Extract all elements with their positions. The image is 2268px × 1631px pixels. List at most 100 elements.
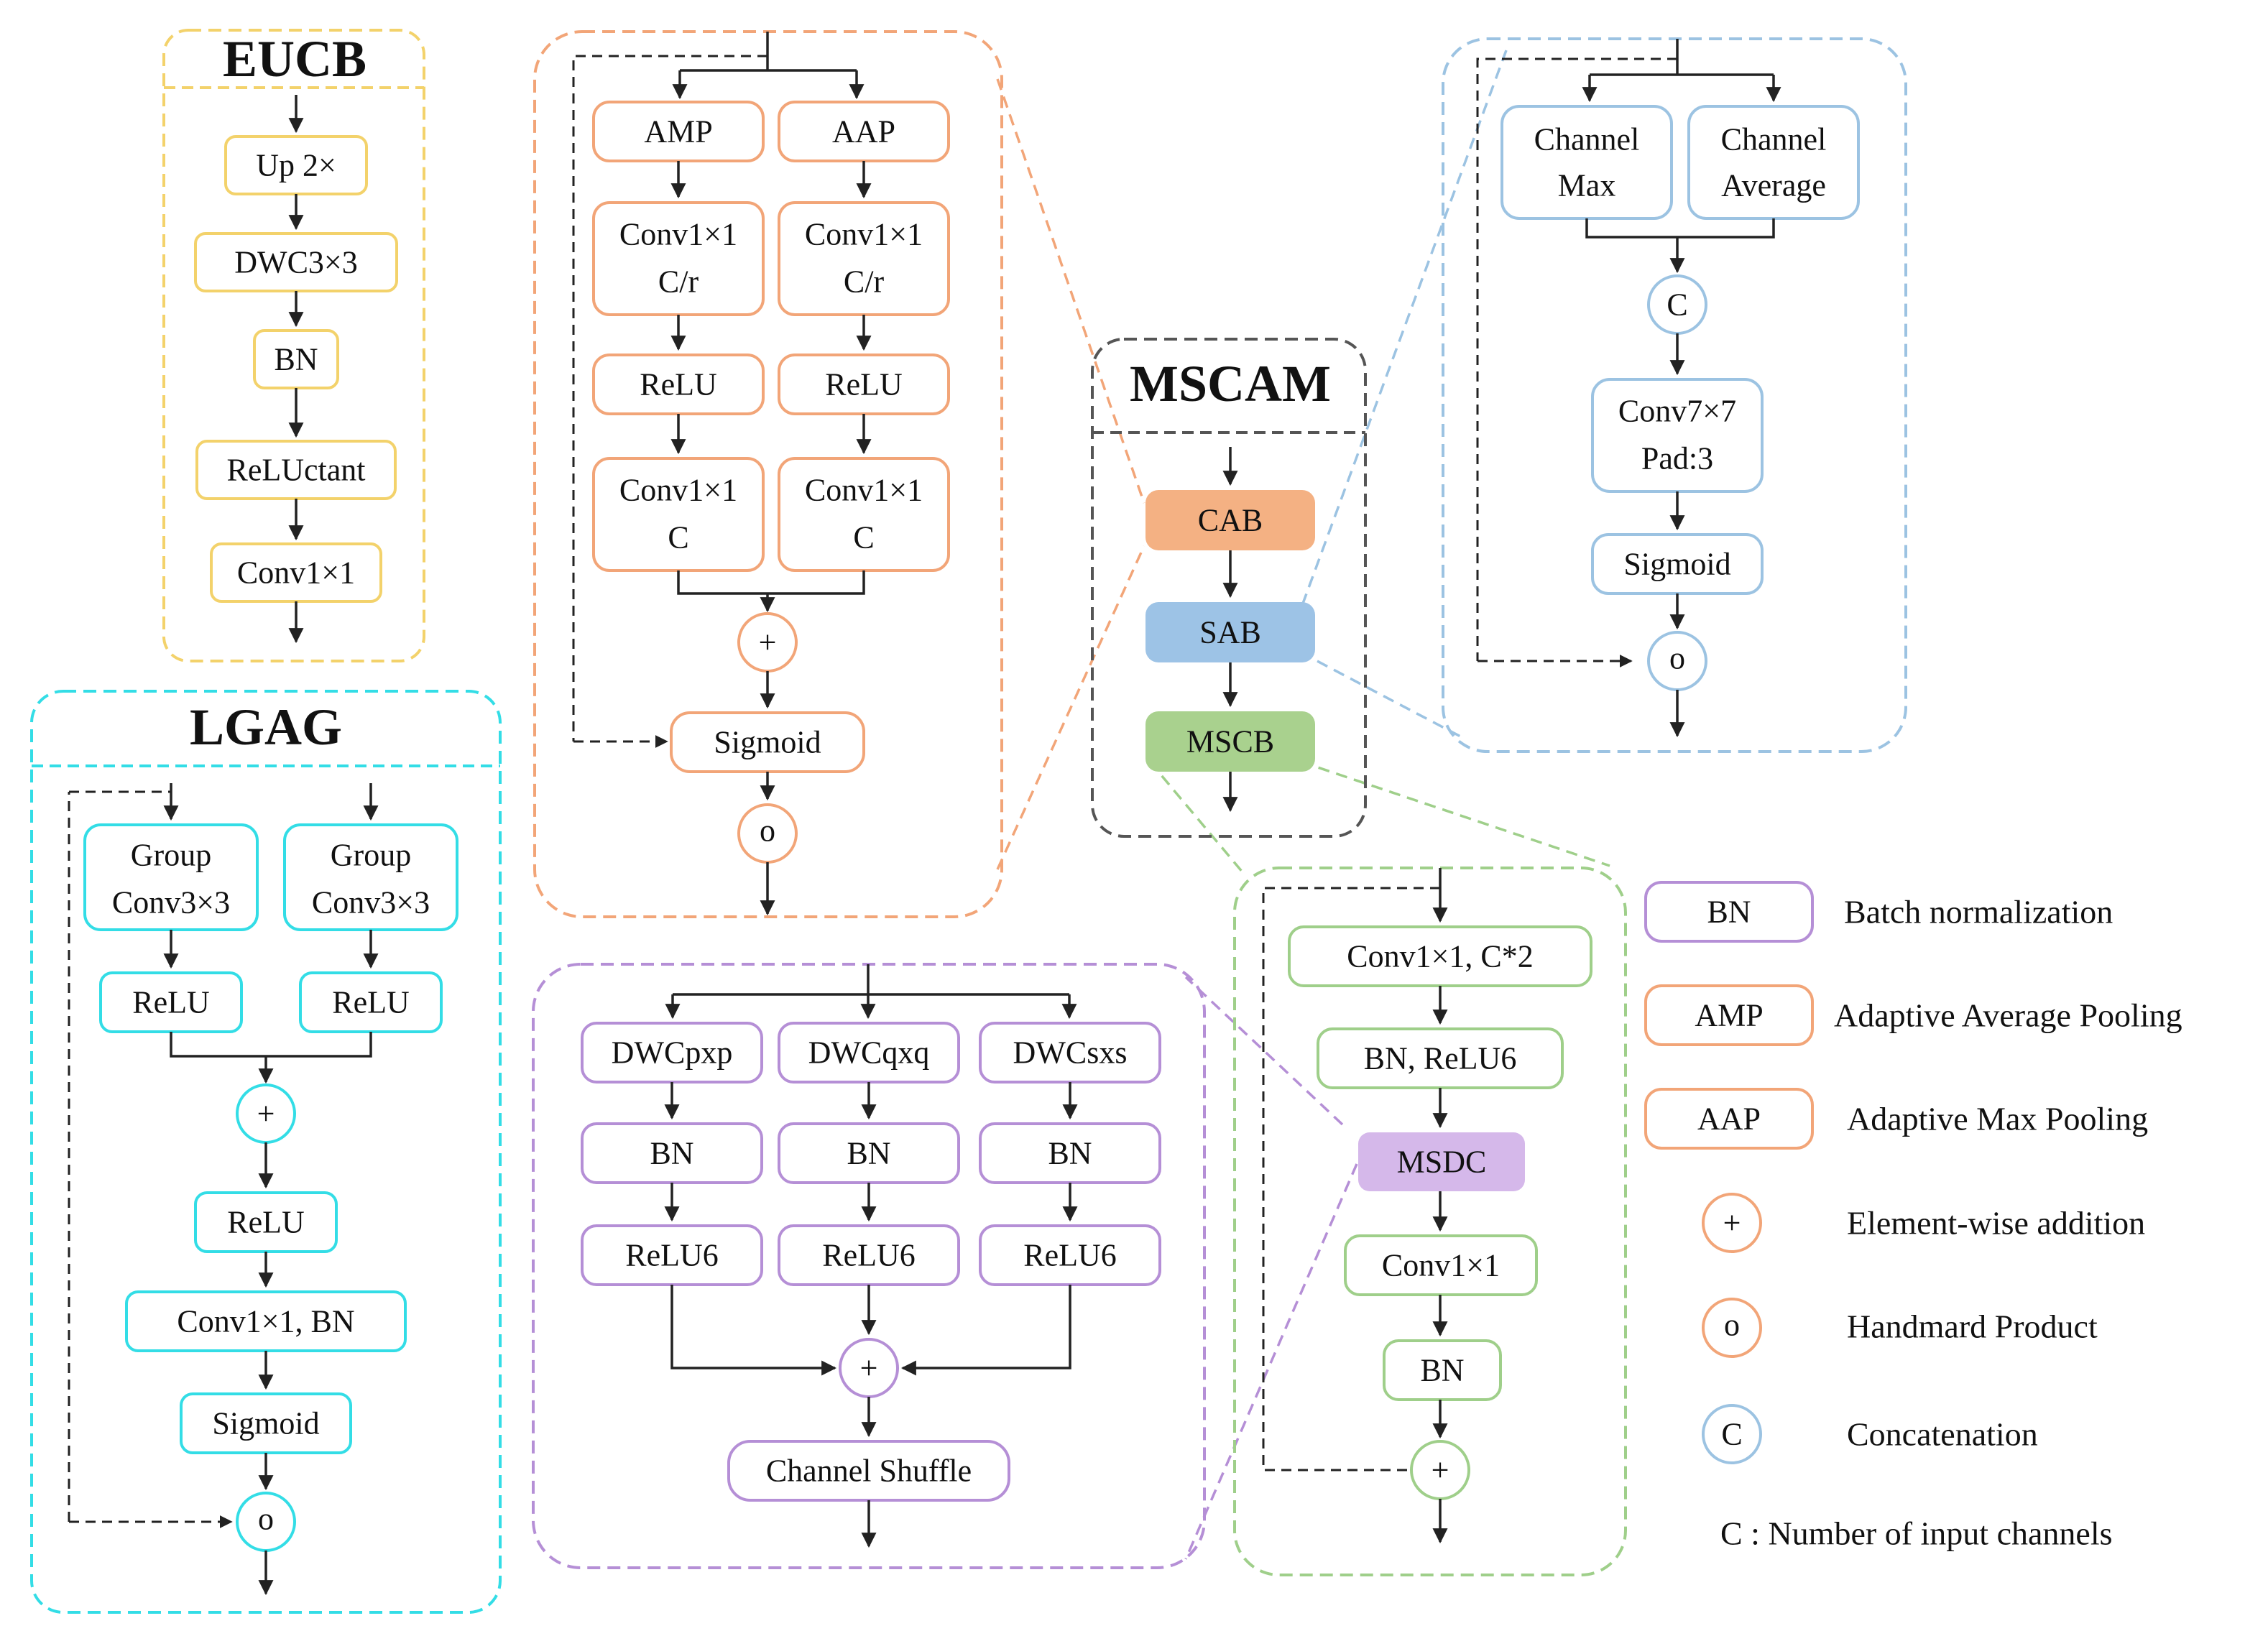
svg-text:ReLU: ReLU [640, 367, 717, 402]
svg-text:C: C [668, 520, 688, 555]
svg-text:Conv1×1, C*2: Conv1×1, C*2 [1347, 939, 1534, 974]
svg-text:Batch normalization: Batch normalization [1844, 894, 2113, 930]
svg-text:C/r: C/r [844, 264, 885, 300]
svg-text:ReLU: ReLU [825, 367, 903, 402]
lgag-relu-mid: ReLU [194, 1191, 338, 1253]
eucb-title: EUCB [223, 30, 367, 88]
lgag-sigmoid: Sigmoid [180, 1392, 352, 1454]
cab-add-node: + [737, 612, 798, 673]
msdc-bn-q: BN [778, 1122, 960, 1184]
svg-text:+: + [759, 625, 777, 660]
lgag-relu-right: ReLU [299, 971, 443, 1033]
msdc-module: DWCpxp DWCqxq DWCsxs BN BN BN Re [532, 963, 1206, 1569]
svg-text:Channel Shuffle: Channel Shuffle [766, 1454, 972, 1489]
legend-item-amp: AMP Adaptive Average Pooling [1644, 984, 2182, 1046]
sab-channel-average: Channel Average [1687, 105, 1860, 220]
svg-text:BN: BN [1048, 1136, 1092, 1171]
mscb-msdc-block: MSDC [1358, 1132, 1525, 1191]
cab-conv-left-1: Conv1×1 C/r [592, 201, 765, 316]
sab-product-node: o [1647, 631, 1707, 691]
svg-text:DWCqxq: DWCqxq [808, 1035, 930, 1071]
mscb-bn-relu6: BN, ReLU6 [1317, 1027, 1564, 1089]
svg-text:C: C [1667, 287, 1687, 323]
svg-text:o: o [258, 1502, 274, 1537]
svg-text:Conv1×1: Conv1×1 [805, 217, 923, 252]
svg-text:ReLUctant: ReLUctant [226, 453, 365, 488]
msdc-relu6-q: ReLU6 [778, 1224, 960, 1286]
legend-note: C : Number of input channels [1720, 1515, 2113, 1552]
cab-amp: AMP [592, 101, 765, 162]
legend-item-addition: + Element-wise addition [1702, 1193, 2145, 1253]
sab-concat-node: C [1647, 274, 1707, 335]
svg-text:CAB: CAB [1198, 503, 1263, 538]
svg-text:DWCsxs: DWCsxs [1013, 1035, 1128, 1071]
svg-text:Conv1×1: Conv1×1 [805, 473, 923, 508]
cab-conv-right-2: Conv1×1 C [778, 457, 950, 572]
eucb-up-block: Up 2× [224, 135, 368, 195]
mscam-cab-block: CAB [1145, 490, 1315, 550]
svg-text:ReLU6: ReLU6 [625, 1238, 719, 1273]
svg-text:Adaptive Average Pooling: Adaptive Average Pooling [1834, 997, 2182, 1034]
sab-channel-max: Channel Max [1501, 105, 1673, 220]
eucb-module: EUCB Up 2× DWC3×3 BN ReLUctant Conv1×1 [162, 29, 425, 662]
svg-text:o: o [760, 813, 775, 849]
svg-text:+: + [257, 1096, 275, 1132]
cab-conv-left-2: Conv1×1 C [592, 457, 765, 572]
cab-aap: AAP [778, 101, 950, 162]
cab-sigmoid: Sigmoid [670, 711, 865, 773]
svg-text:Conv3×3: Conv3×3 [112, 885, 230, 920]
svg-text:ReLU: ReLU [332, 985, 410, 1020]
mscb-bn: BN [1383, 1339, 1502, 1401]
legend-item-aap: AAP Adaptive Max Pooling [1644, 1088, 2148, 1150]
zoom-connectors [996, 50, 1610, 1560]
svg-text:BN: BN [1420, 1353, 1464, 1388]
msdc-relu6-s: ReLU6 [979, 1224, 1161, 1286]
lgag-add-node: + [236, 1084, 296, 1144]
mscam-title: MSCAM [1130, 355, 1331, 412]
svg-text:Up 2×: Up 2× [256, 148, 336, 183]
msdc-bn-p: BN [581, 1122, 763, 1184]
svg-text:Sigmoid: Sigmoid [714, 725, 821, 760]
svg-text:BN: BN [274, 342, 318, 377]
svg-text:Group: Group [331, 838, 411, 873]
svg-text:Conv1×1: Conv1×1 [619, 217, 737, 252]
svg-text:Group: Group [131, 838, 211, 873]
svg-text:Conv1×1: Conv1×1 [237, 555, 355, 591]
sab-module: Channel Max Channel Average C Conv7×7 Pa… [1442, 37, 1907, 753]
svg-text:C/r: C/r [658, 264, 699, 300]
svg-text:o: o [1669, 641, 1685, 676]
svg-text:DWC3×3: DWC3×3 [234, 245, 357, 280]
lgag-group-conv-right: Group Conv3×3 [283, 823, 458, 931]
lgag-product-node: o [236, 1492, 296, 1552]
svg-text:Concatenation: Concatenation [1847, 1416, 2038, 1453]
eucb-reluctant-block: ReLUctant [195, 440, 397, 500]
msdc-dwc-s: DWCsxs [979, 1022, 1161, 1084]
svg-text:MSDC: MSDC [1397, 1145, 1487, 1180]
svg-text:DWCpxp: DWCpxp [612, 1035, 733, 1071]
svg-text:SAB: SAB [1199, 615, 1261, 650]
svg-text:Adaptive Max Pooling: Adaptive Max Pooling [1847, 1101, 2148, 1137]
mscam-module: MSCAM CAB SAB MSCB [1091, 338, 1367, 838]
msdc-add-node: + [839, 1338, 899, 1398]
cab-product-node: o [737, 803, 798, 864]
mscb-conv-c2: Conv1×1, C*2 [1288, 925, 1592, 987]
svg-text:+: + [860, 1351, 878, 1386]
svg-text:Channel: Channel [1534, 122, 1640, 157]
svg-text:Max: Max [1558, 168, 1616, 203]
mscam-mscb-block: MSCB [1145, 711, 1315, 772]
svg-text:AMP: AMP [644, 114, 712, 149]
cab-module: AMP AAP Conv1×1 C/r Conv1×1 C/r ReLU ReL… [533, 30, 1003, 918]
legend: BN Batch normalization AMP Adaptive Aver… [1644, 881, 2182, 1552]
cab-relu-right: ReLU [778, 354, 950, 415]
lgag-module: LGAG Group Conv3×3 Group Conv3×3 ReLU Re… [30, 690, 502, 1614]
cab-conv-right-1: Conv1×1 C/r [778, 201, 950, 316]
svg-text:AAP: AAP [1697, 1101, 1761, 1137]
svg-text:Conv7×7: Conv7×7 [1618, 394, 1736, 429]
svg-text:BN: BN [847, 1136, 890, 1171]
eucb-conv-block: Conv1×1 [210, 542, 382, 603]
sab-conv7x7: Conv7×7 Pad:3 [1591, 378, 1764, 493]
msdc-bn-s: BN [979, 1122, 1161, 1184]
svg-text:+: + [1723, 1206, 1741, 1241]
svg-text:Conv3×3: Conv3×3 [312, 885, 430, 920]
